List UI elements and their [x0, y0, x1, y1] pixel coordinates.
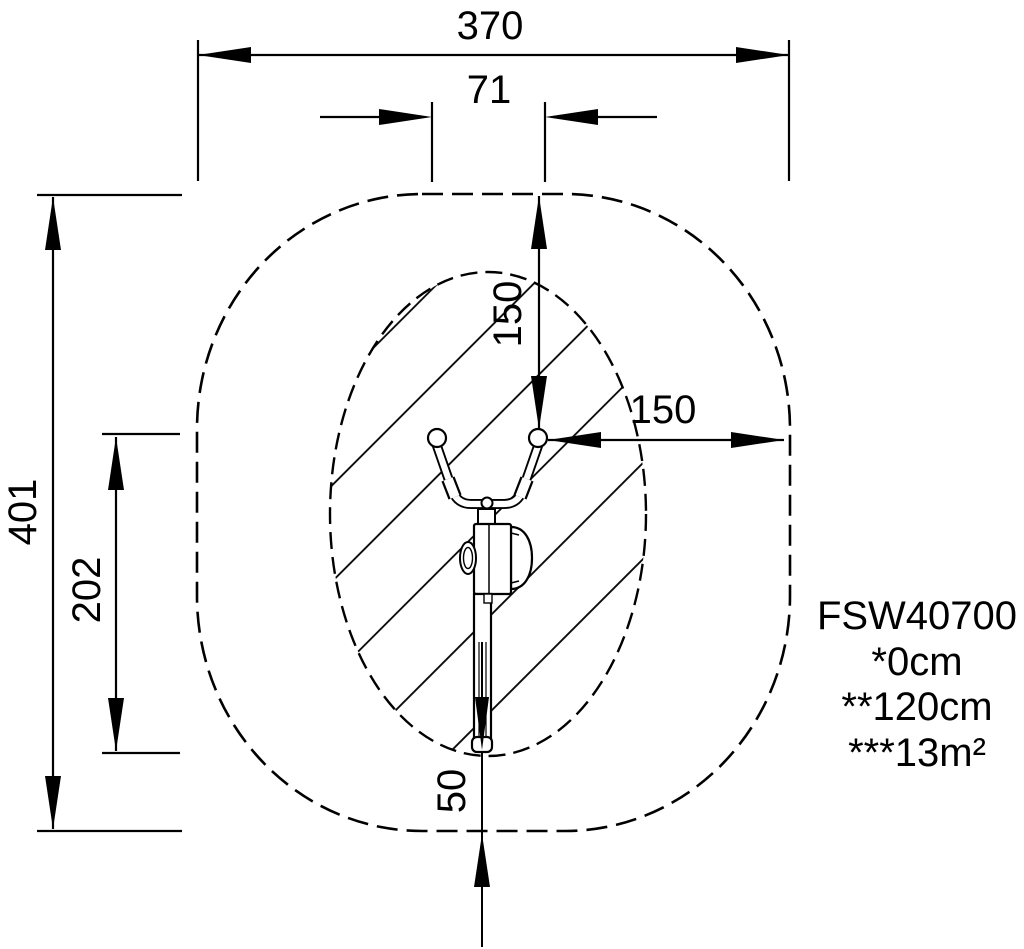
dimension-bottom-clearance: 50 — [430, 642, 490, 947]
equipment-neck — [477, 508, 496, 526]
equipment-body — [472, 522, 513, 596]
arrowhead-up-icon — [108, 437, 124, 490]
impact-area-outline — [328, 270, 648, 758]
arrowhead-left-icon — [545, 109, 598, 125]
handle-ball-left — [426, 427, 448, 449]
dimension-top-clearance: 150 — [486, 196, 547, 429]
dimension-outer-width: 370 — [196, 4, 791, 181]
dimension-handlebar-width-label: 71 — [467, 68, 512, 112]
body-bulge — [509, 525, 534, 591]
arrowhead-up-icon — [45, 197, 61, 250]
body-bulge-tick-top — [510, 532, 520, 536]
arrowhead-right-icon — [731, 432, 784, 448]
arrowhead-up-icon — [531, 196, 547, 249]
arrowhead-right-icon — [736, 47, 789, 63]
crossbar-knob — [480, 496, 494, 510]
handle-ball-right — [527, 427, 549, 449]
product-info-block: FSW40700 *0cm **120cm ***13m² — [817, 594, 1017, 775]
body-bulge-tick-bottom — [510, 580, 520, 584]
arrowhead-left-icon — [198, 47, 251, 63]
dimension-top-clearance-label: 150 — [486, 281, 530, 348]
arrowhead-down-icon — [108, 698, 124, 751]
note-safety-area: ***13m² — [848, 731, 986, 775]
arrowhead-down-icon — [45, 776, 61, 829]
arrowhead-right-icon — [379, 109, 432, 125]
pole-top-notch — [483, 593, 493, 604]
note-install-depth: **120cm — [841, 685, 992, 729]
arrowhead-up-icon — [474, 834, 490, 887]
dimension-handlebar-width: 71 — [320, 68, 657, 182]
dimension-outer-height-label: 401 — [1, 479, 45, 546]
side-knob-inner — [462, 546, 474, 570]
safety-zone-outline — [195, 192, 792, 833]
dimension-equipment-height: 202 — [65, 432, 180, 755]
handlebar-sleeve-left-inner — [443, 477, 460, 499]
dimension-side-clearance: 150 — [548, 388, 784, 448]
handlebar-sleeve-right-inner — [515, 477, 532, 499]
arrowhead-down-icon — [475, 697, 489, 750]
dimension-outer-width-label: 370 — [457, 4, 524, 48]
dimension-side-clearance-label: 150 — [630, 388, 697, 432]
note-fall-height: *0cm — [871, 640, 962, 684]
dimension-equipment-height-label: 202 — [65, 557, 109, 624]
arrowhead-down-icon — [531, 376, 547, 429]
product-code-label: FSW40700 — [817, 594, 1017, 638]
arrowhead-left-icon — [548, 432, 601, 448]
dimension-outer-height: 401 — [1, 193, 182, 833]
dimension-bottom-clearance-label: 50 — [430, 769, 474, 814]
